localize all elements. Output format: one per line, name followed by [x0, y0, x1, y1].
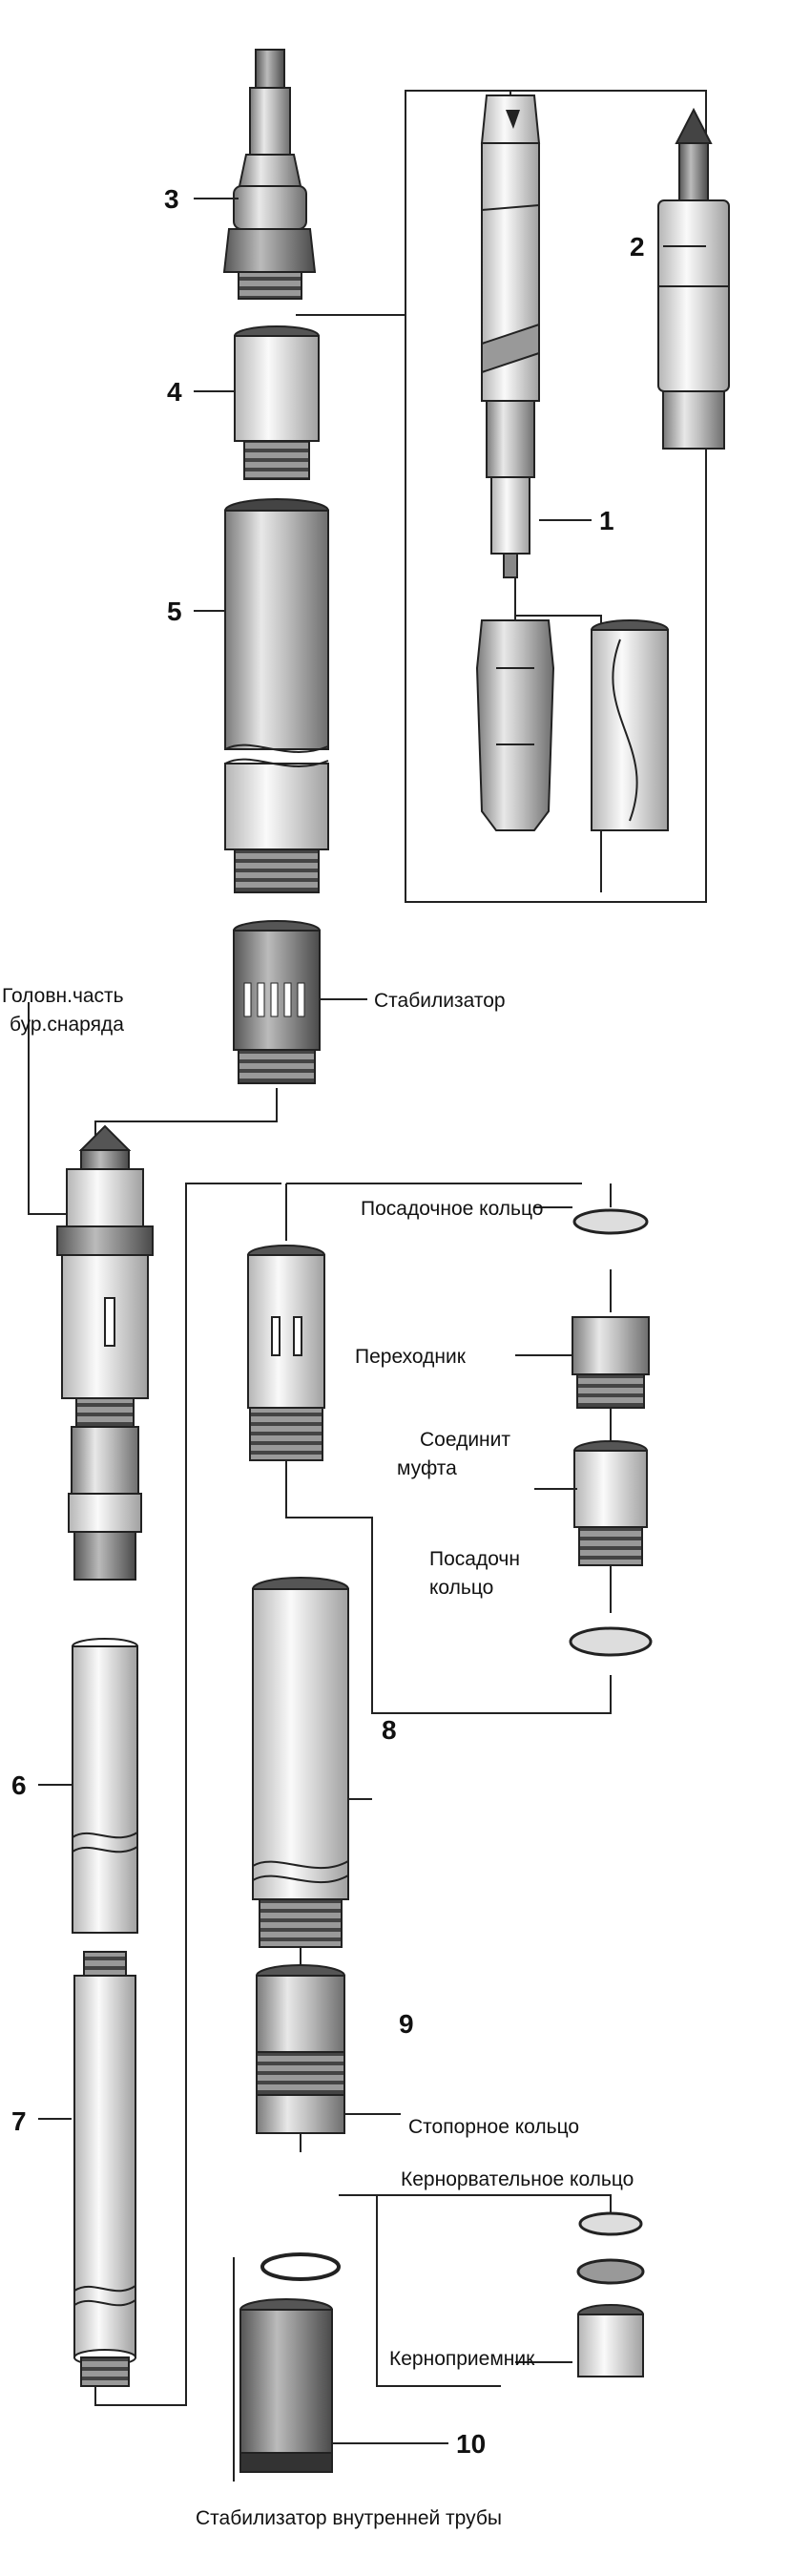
- part-7-lower-tube: [73, 1951, 136, 2387]
- leader-lines: [38, 198, 706, 2444]
- label-coupling-line1: Соединит: [420, 1429, 510, 1451]
- label-landing-ring: Посадочное кольцо: [361, 1198, 543, 1220]
- adapter-tube: [247, 1245, 325, 1461]
- latch-sleeve: [591, 619, 669, 831]
- core-ring-mid: [576, 2258, 645, 2285]
- label-head-line1: Головн.часть: [2, 985, 124, 1007]
- head-assembly: [56, 1124, 154, 1581]
- part-8-tube: [252, 1577, 349, 1948]
- landing-ring-top: [572, 1208, 649, 1235]
- core-ring-top: [578, 2211, 643, 2236]
- inner-stabilizer-ring: [260, 2252, 341, 2281]
- part-9-shell: [256, 1964, 345, 2134]
- label-number-2: 2: [630, 232, 645, 262]
- landing-ring-bottom: [569, 1626, 653, 1657]
- label-core-ring: Кернорвательное кольцо: [401, 2168, 634, 2190]
- part-5-outer-tube: [224, 498, 329, 893]
- connector-lines: [28, 90, 707, 2482]
- label-number-4: 4: [167, 377, 182, 407]
- part-10-bit: [239, 2298, 333, 2473]
- core-receiver-part: [577, 2304, 644, 2377]
- part-1-spear-head: [480, 94, 541, 578]
- part-6-inner-tube: [72, 1638, 138, 1934]
- label-number-6: 6: [11, 1770, 27, 1800]
- label-number-3: 3: [164, 184, 179, 214]
- label-number-10: 10: [456, 2429, 486, 2459]
- stabilizer-part: [233, 920, 321, 1084]
- label-adapter: Переходник: [355, 1346, 467, 1368]
- part-4-coupling: [234, 325, 320, 480]
- label-landing-ring2-line2: кольцо: [429, 1577, 493, 1599]
- label-stabilizer: Стабилизатор: [374, 990, 506, 1012]
- label-number-8: 8: [382, 1715, 397, 1745]
- part-3-head-stem: [222, 49, 317, 300]
- part-2-probe: [657, 107, 730, 450]
- label-number-9: 9: [399, 2009, 414, 2039]
- label-landing-ring2-line1: Посадочн: [429, 1548, 520, 1570]
- label-stop-ring: Стопорное кольцо: [408, 2116, 579, 2138]
- label-core-receiver: Керноприемник: [389, 2348, 535, 2370]
- connecting-coupling: [573, 1440, 648, 1566]
- label-coupling-line2: муфта: [397, 1457, 457, 1479]
- label-number-1: 1: [599, 506, 614, 535]
- label-number-5: 5: [167, 597, 182, 626]
- label-head-line2: бур.снаряда: [10, 1014, 124, 1036]
- latch-body: [475, 619, 555, 831]
- label-inner-stabilizer: Стабилизатор внутренней трубы: [196, 2507, 502, 2529]
- adapter-piece: [572, 1316, 650, 1409]
- label-number-7: 7: [11, 2106, 27, 2136]
